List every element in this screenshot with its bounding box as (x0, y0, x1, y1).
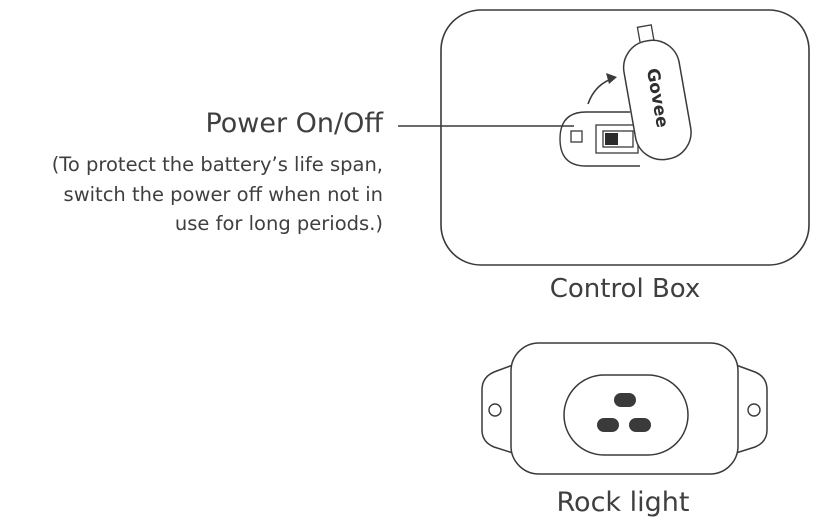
power-note-line-2: switch the power off when not in (63, 182, 383, 206)
switch-housing (559, 111, 640, 167)
led-dot-top (614, 393, 636, 407)
mount-hole-left (488, 403, 502, 417)
power-note-line-1: (To protect the battery’s life span, (51, 153, 383, 176)
control-box-caption: Control Box (549, 274, 701, 304)
power-switch-note: (To protect the battery’s life span, swi… (0, 150, 383, 239)
rock-light-caption: Rock light (556, 487, 690, 518)
open-direction-arrow-icon (587, 73, 617, 105)
led-dot-left (597, 418, 619, 432)
rock-light-right-flange (735, 364, 768, 454)
battery-cover: Govee (622, 24, 692, 161)
rock-light-left-flange (481, 364, 514, 454)
power-switch-title: Power On/Off (205, 108, 383, 139)
rock-light-body (510, 342, 739, 475)
control-box-outline (440, 9, 810, 266)
mount-hole-right (747, 403, 761, 417)
power-toggle-switch[interactable] (595, 124, 639, 154)
switch-indicator-square (570, 130, 583, 143)
rock-light (481, 342, 768, 475)
rock-light-lens (563, 374, 689, 456)
led-dot-right (629, 418, 651, 432)
power-note-line-3: use for long periods.) (174, 212, 383, 235)
